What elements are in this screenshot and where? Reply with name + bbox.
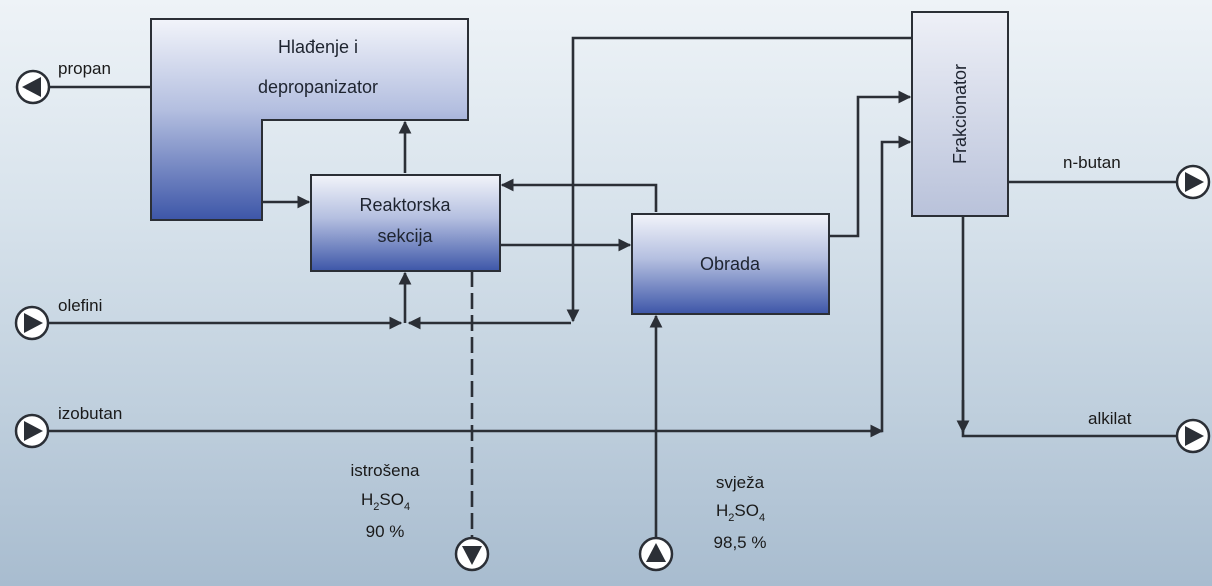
propan-port: [15, 69, 51, 105]
izobutan-port: [14, 413, 50, 449]
fresh-acid-formula: H2SO4: [716, 501, 765, 524]
reaktor-label-1: Reaktorska: [359, 195, 451, 215]
reaktor-label-2: sekcija: [377, 226, 433, 246]
obrada-to-frakcionator: [829, 90, 912, 238]
hladjenje-label-1: Hlađenje i: [278, 37, 358, 57]
olefini-label: olefini: [58, 296, 102, 315]
obrada-recycle-to-reaktor: [500, 178, 658, 212]
spent-acid-port: [454, 536, 490, 572]
n-butan-port: [1175, 164, 1211, 200]
spent-acid-sub2: 2: [373, 501, 379, 513]
fresh-acid-so: SO: [734, 501, 759, 520]
obrada-unit: [631, 213, 830, 315]
spent-acid-formula: H2SO4: [361, 490, 410, 513]
fresh-acid-label: svježa: [716, 473, 765, 492]
alkilat-line: [961, 216, 1178, 438]
olefini-port: [14, 305, 50, 341]
hladjenje-unit: [150, 18, 469, 221]
spent-acid-h: H: [361, 490, 373, 509]
fresh-acid-sub4: 4: [759, 512, 765, 524]
reaktor-unit: [310, 174, 501, 272]
obrada-label: Obrada: [700, 254, 761, 274]
spent-acid-sub4: 4: [404, 501, 410, 513]
spent-acid-concentration: 90 %: [366, 522, 405, 541]
propan-label: propan: [58, 59, 111, 78]
spent-acid-so: SO: [379, 490, 404, 509]
hladjenje-label-2: depropanizator: [258, 77, 378, 97]
frakcionator-recycle-line: [566, 36, 912, 323]
frakcionator-label: Frakcionator: [950, 64, 970, 164]
fresh-acid-port: [638, 536, 674, 572]
fresh-acid-h: H: [716, 501, 728, 520]
frakcionator-unit: [911, 11, 1009, 217]
alkilat-port: [1175, 418, 1211, 454]
fresh-acid-concentration: 98,5 %: [714, 533, 767, 552]
n-butan-label: n-butan: [1063, 153, 1121, 172]
fresh-acid-sub2: 2: [728, 512, 734, 524]
alkilat-label: alkilat: [1088, 409, 1132, 428]
spent-acid-label: istrošena: [351, 461, 421, 480]
izobutan-label: izobutan: [58, 404, 122, 423]
izobutan-line: [48, 135, 912, 433]
